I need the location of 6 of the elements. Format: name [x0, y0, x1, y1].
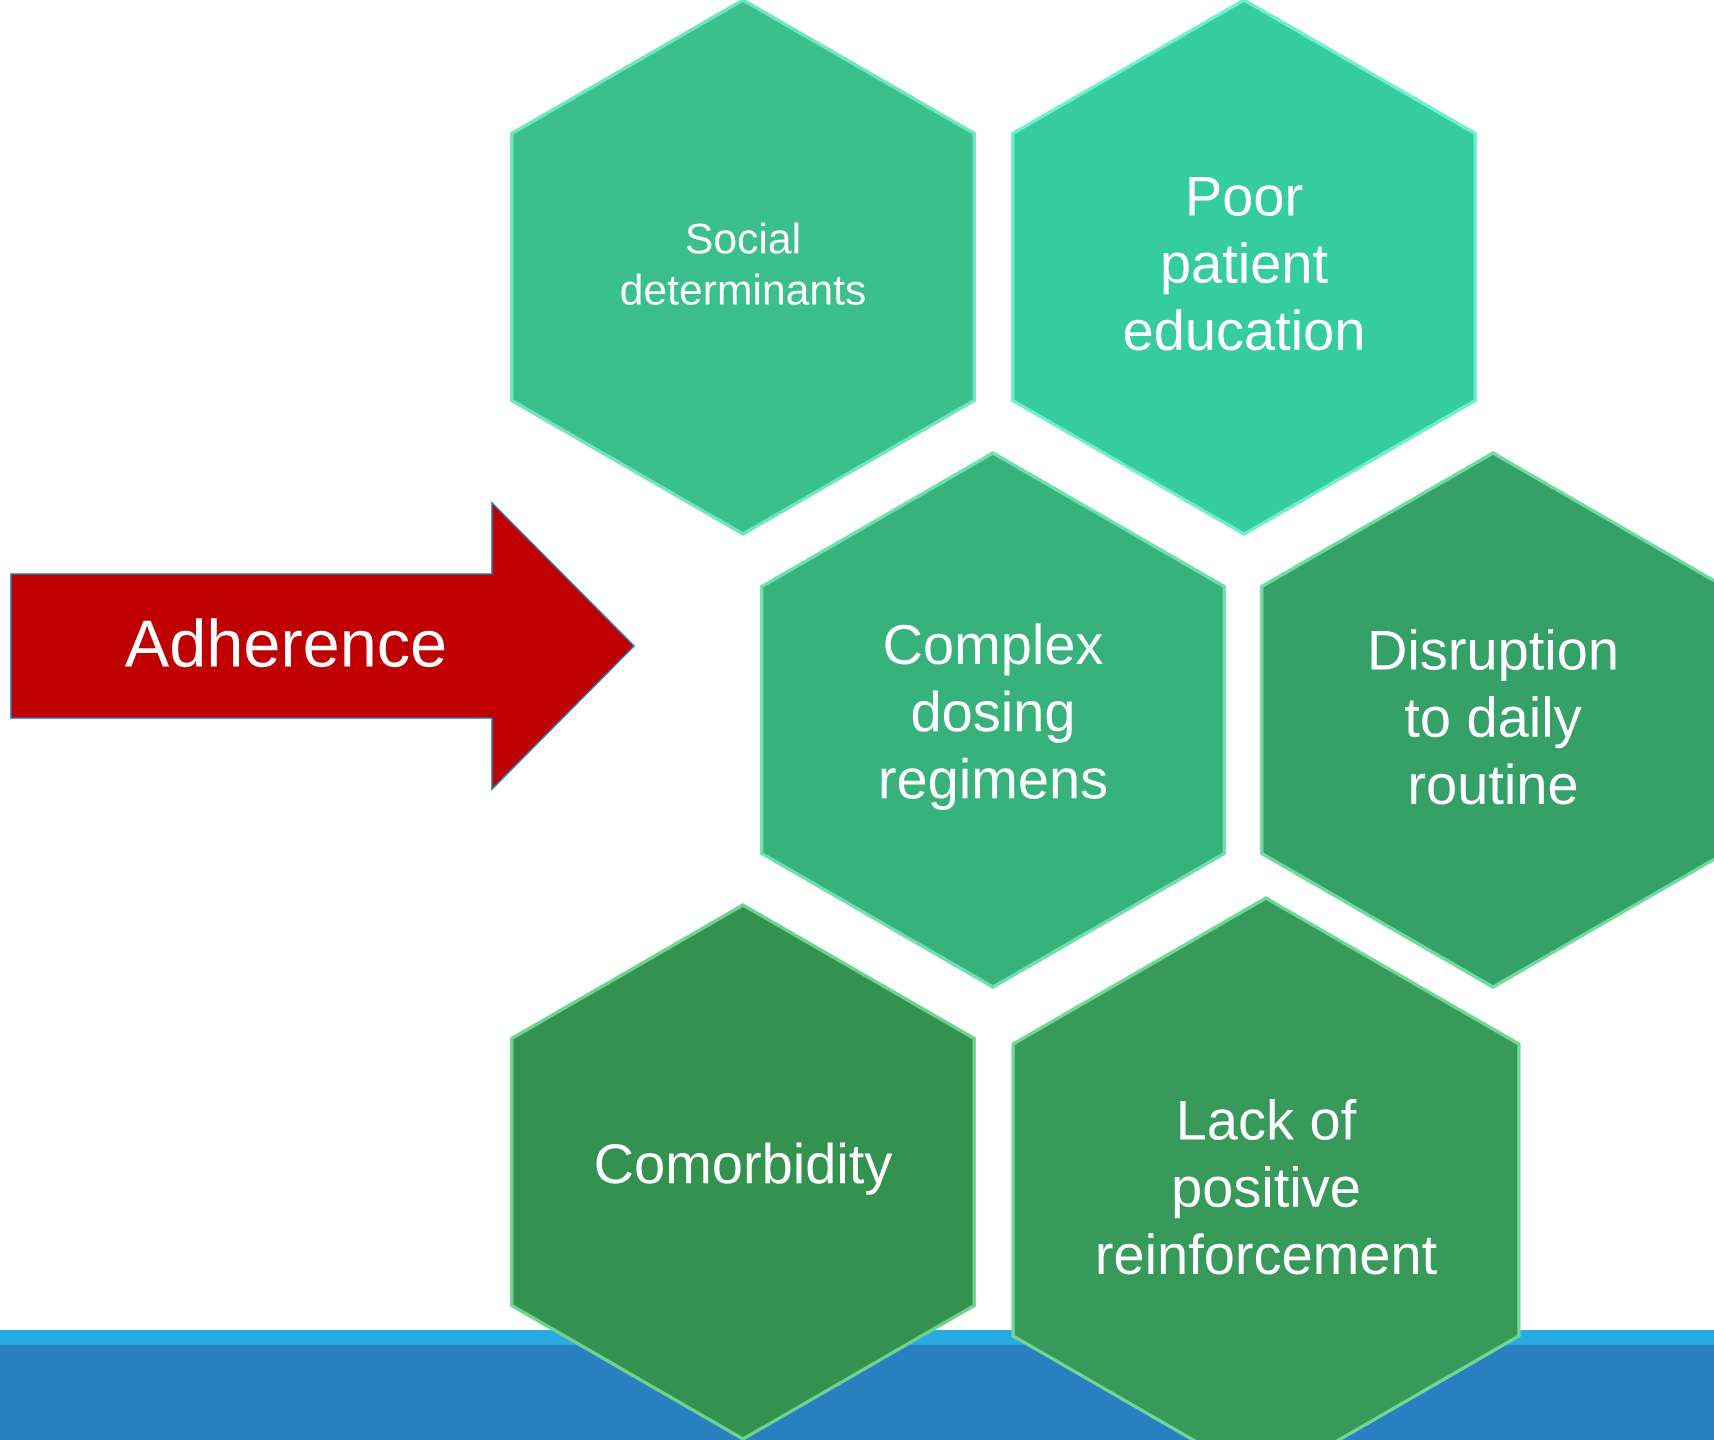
hexagon: Disruption to daily routine: [1260, 451, 1714, 989]
hexagon: Social determinants: [510, 0, 976, 536]
hexagon: Complex dosing regimens: [760, 451, 1226, 989]
hexagon: Comorbidity: [510, 903, 976, 1440]
hexagon: Poor patient education: [1011, 0, 1477, 536]
hexagon: Lack of positive reinforcement: [1011, 896, 1521, 1440]
